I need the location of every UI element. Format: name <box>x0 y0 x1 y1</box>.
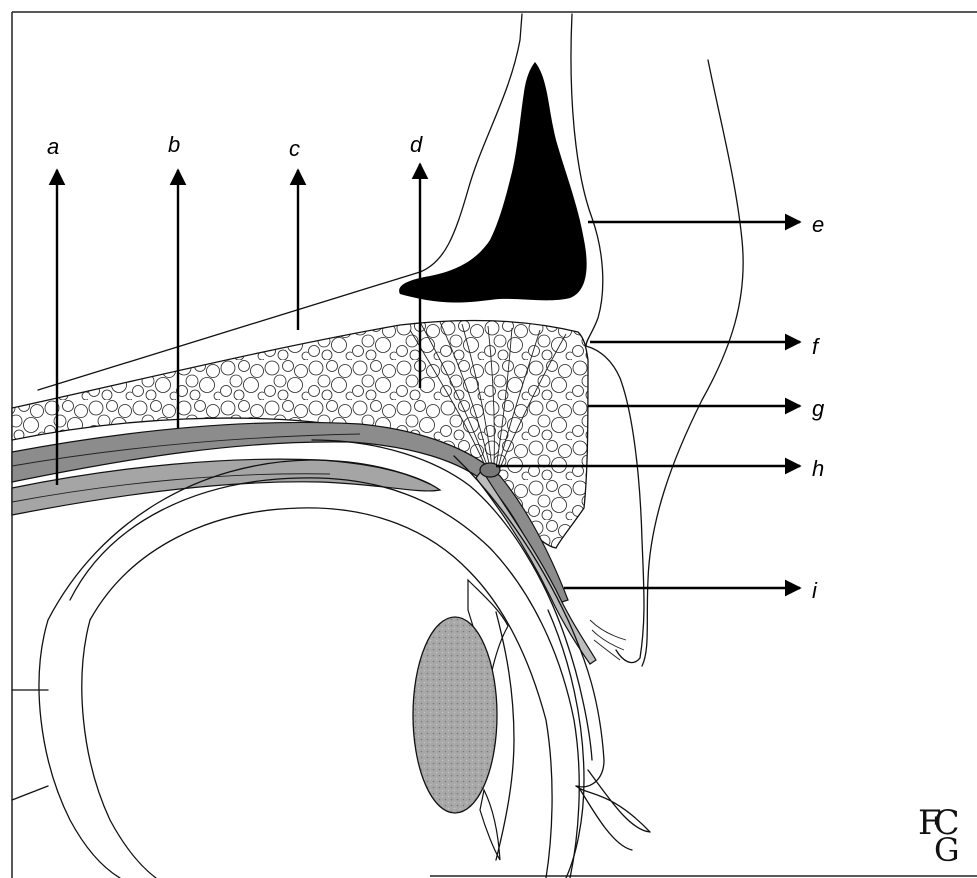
label-a: a <box>47 136 59 158</box>
frontal-sinus <box>399 62 587 302</box>
eyelashes <box>590 620 626 660</box>
label-g: g <box>812 398 824 420</box>
orbital-wall-lines <box>12 690 48 800</box>
label-d: d <box>410 134 422 156</box>
label-c: c <box>289 138 300 160</box>
artist-monogram-bottom: G <box>934 834 960 866</box>
outer-skin-line <box>642 60 743 666</box>
ciliary-body <box>496 612 514 860</box>
label-i: i <box>812 580 817 602</box>
eyeball-lower-arc <box>39 620 156 878</box>
label-e: e <box>812 214 824 236</box>
crystalline-lens <box>413 617 497 813</box>
label-b: b <box>168 134 180 156</box>
eyeball-sclera <box>70 478 579 878</box>
label-f: f <box>812 336 818 358</box>
iris-lower <box>480 790 500 860</box>
lower-lid-lashes <box>576 770 650 850</box>
label-h: h <box>812 458 824 480</box>
